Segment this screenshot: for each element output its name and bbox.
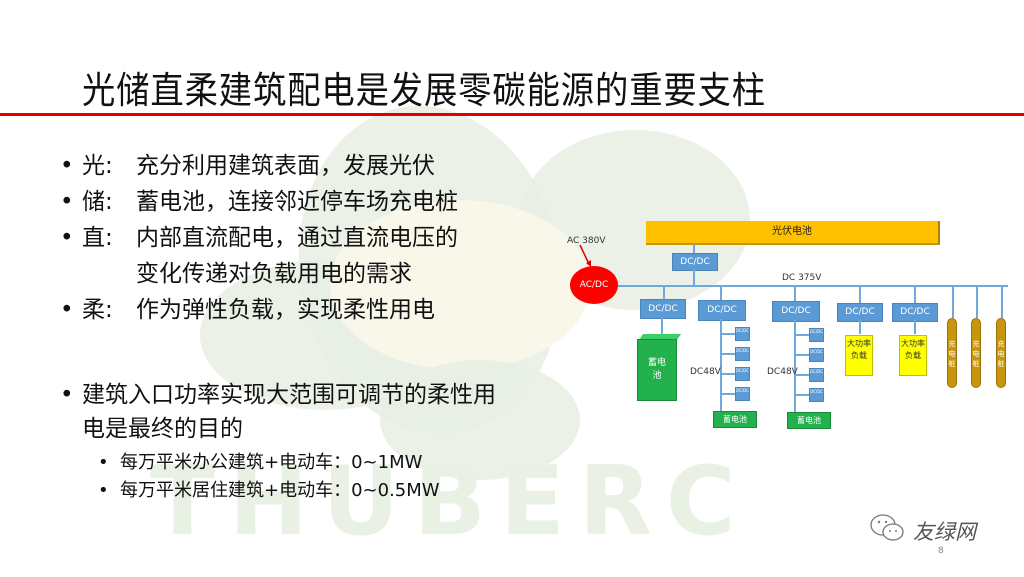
bullet-dot: • (60, 153, 74, 179)
connector (721, 393, 735, 395)
goal-sub-bullets: • 每万平米办公建筑+电动车：0~1MW • 每万平米居住建筑+电动车：0~0.… (98, 449, 440, 505)
connector (859, 320, 861, 334)
sub-bullet-residential: • 每万平米居住建筑+电动车：0~0.5MW (98, 477, 440, 505)
connector (795, 394, 809, 396)
watermark-center (330, 200, 590, 370)
mini-dcdc: DC/DC (809, 328, 824, 342)
dc48-label: DC48V (767, 367, 798, 377)
bullet-text: 作为弹性负载，实现柔性用电 (136, 297, 435, 323)
connector (663, 286, 665, 300)
connector (721, 333, 735, 335)
bullet-key: 直: (82, 225, 113, 251)
connector (914, 320, 916, 334)
bullet-continuation: 变化传递对负载用电的需求 (136, 261, 412, 287)
title-divider (0, 113, 1024, 116)
storage-battery: 蓄电池 (713, 411, 757, 428)
page-number: 8 (938, 546, 944, 556)
pv-dcdc-converter: DC/DC (672, 253, 718, 271)
connector (794, 286, 796, 301)
battery-dcdc-converter: DC/DC (640, 299, 686, 319)
mini-dcdc: DC/DC (809, 348, 824, 362)
bullet-dot: • (60, 225, 74, 251)
connector (661, 317, 663, 339)
slide-title: 光储直柔建筑配电是发展零碳能源的重要支柱 (82, 69, 766, 112)
goal-continuation: 电是最终的目的 (82, 416, 243, 442)
connector (976, 286, 978, 318)
bullet-dot: • (60, 189, 74, 215)
dc48-dcdc-converter: DC/DC (698, 300, 746, 321)
mini-dcdc: DC/DC (735, 387, 750, 401)
battery-label: 蓄电 池 (647, 358, 666, 381)
principle-bullets: • 光: 充分利用建筑表面，发展光伏 • 储: 蓄电池，连接邻近停车场充电桩 •… (60, 148, 458, 328)
connector (693, 269, 695, 286)
connector (1001, 286, 1003, 318)
connector (720, 286, 722, 300)
mini-dcdc: DC/DC (735, 347, 750, 361)
connector (721, 373, 735, 375)
connector (795, 334, 809, 336)
high-power-load: 大功率负载 (899, 335, 927, 376)
bullet-zhi: • 直: 内部直流配电，通过直流电压的 (60, 220, 458, 256)
sub-bullet-office: • 每万平米办公建筑+电动车：0~1MW (98, 449, 440, 477)
mini-dcdc: DC/DC (735, 367, 750, 381)
bullet-text: 内部直流配电，通过直流电压的 (136, 225, 458, 251)
connector (795, 374, 809, 376)
charging-pile: 充电桩 (971, 318, 981, 388)
mini-dcdc: DC/DC (809, 368, 824, 382)
dc48-label: DC48V (690, 367, 721, 377)
dc48-bus (794, 320, 796, 412)
ac-voltage-label: AC 380V (567, 236, 606, 246)
dc-bus-voltage-label: DC 375V (782, 273, 822, 283)
bullet-dot: • (98, 480, 109, 501)
high-power-load: 大功率负载 (845, 335, 873, 376)
goal-line: • 建筑入口功率实现大范围可调节的柔性用 (60, 378, 496, 412)
charging-pile: 充电桩 (947, 318, 957, 388)
dc48-dcdc-converter: DC/DC (772, 301, 820, 322)
connector (721, 353, 735, 355)
bullet-key: 柔: (82, 297, 113, 323)
bullet-dot: • (60, 297, 74, 323)
goal-bullet: • 建筑入口功率实现大范围可调节的柔性用 电是最终的目的 (60, 378, 496, 446)
pv-array: 光伏电池 (646, 221, 940, 245)
storage-battery-large: 蓄电 池 (637, 339, 677, 401)
dc48-bus (720, 319, 722, 411)
bullet-key: 光: (82, 153, 113, 179)
bullet-rou: • 柔: 作为弹性负载，实现柔性用电 (60, 292, 458, 328)
ac-arrow-icon (579, 244, 591, 267)
bullet-guang: • 光: 充分利用建筑表面，发展光伏 (60, 148, 458, 184)
mini-dcdc: DC/DC (809, 388, 824, 402)
bullet-dot: • (98, 452, 109, 473)
dc-bus (618, 285, 1008, 287)
acdc-converter: AC/DC (570, 266, 618, 304)
bullet-chu: • 储: 蓄电池，连接邻近停车场充电桩 (60, 184, 458, 220)
wechat-icon (870, 514, 904, 541)
connector (914, 286, 916, 304)
watermark-text: THUBERC (150, 447, 750, 557)
bullet-text: 充分利用建筑表面，发展光伏 (136, 153, 435, 179)
sub-bullet-text: 每万平米办公建筑+电动车：0~1MW (120, 452, 423, 473)
goal-text: 建筑入口功率实现大范围可调节的柔性用 (82, 382, 496, 408)
mini-dcdc: DC/DC (735, 327, 750, 341)
storage-battery: 蓄电池 (787, 412, 831, 429)
connector (859, 286, 861, 304)
bullet-key: 储: (82, 189, 113, 215)
bullet-dot: • (60, 382, 74, 408)
charging-pile: 充电桩 (996, 318, 1006, 388)
sub-bullet-text: 每万平米居住建筑+电动车：0~0.5MW (120, 480, 440, 501)
watermark-petal (380, 360, 580, 480)
connector (795, 354, 809, 356)
connector (693, 243, 695, 255)
bullet-text: 蓄电池，连接邻近停车场充电桩 (136, 189, 458, 215)
brand-watermark: 友绿网 (913, 520, 976, 544)
connector (952, 286, 954, 318)
